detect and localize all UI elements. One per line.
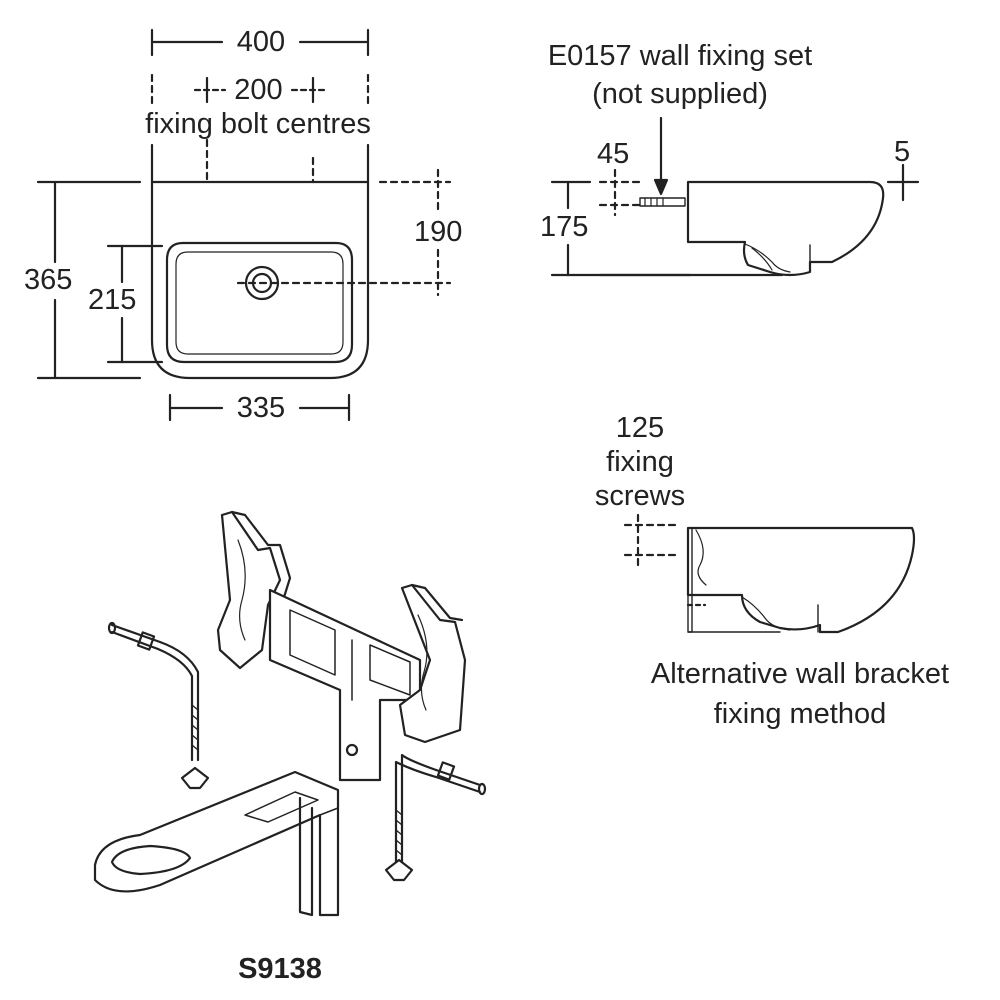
screws-label-line2: fixing bbox=[606, 446, 674, 478]
bowl-height-dimension-label: 215 bbox=[88, 284, 137, 316]
fixing-set-label-line2: (not supplied) bbox=[592, 78, 768, 110]
bowl-width-dimension-label: 335 bbox=[236, 392, 286, 424]
front-view-dimensions bbox=[36, 28, 452, 422]
bolt-centres-caption: fixing bolt centres bbox=[145, 108, 371, 140]
side-view-basin bbox=[639, 116, 885, 277]
side-view-dimensions bbox=[550, 163, 920, 277]
screws-label-line3: screws bbox=[594, 480, 686, 512]
product-code-label: S9138 bbox=[238, 953, 322, 985]
fixing-set-label-line1: E0157 wall fixing set bbox=[547, 40, 813, 72]
alt-caption-line1: Alternative wall bracket bbox=[650, 658, 950, 690]
alt-view-dimensions bbox=[623, 513, 707, 607]
wall-bracket-frame bbox=[216, 510, 467, 782]
front-view-basin bbox=[150, 180, 370, 380]
side-height-dimension-label: 175 bbox=[540, 211, 589, 243]
screws-label-line1: 125 bbox=[615, 412, 665, 444]
alt-view-basin bbox=[686, 526, 916, 634]
fixing-bolt-right bbox=[384, 753, 487, 882]
fixing-bolt-left bbox=[107, 621, 210, 790]
waste-height-dimension-label: 190 bbox=[414, 216, 463, 248]
width-dimension-label: 400 bbox=[236, 26, 286, 58]
bolt-centres-dimension-label: 200 bbox=[234, 74, 283, 106]
rim-dimension-label: 5 bbox=[894, 136, 911, 168]
height-dimension-label: 365 bbox=[24, 264, 73, 296]
alt-caption-line2: fixing method bbox=[713, 698, 887, 730]
offset-dimension-label: 45 bbox=[597, 138, 630, 170]
support-leg-stand bbox=[93, 770, 340, 917]
